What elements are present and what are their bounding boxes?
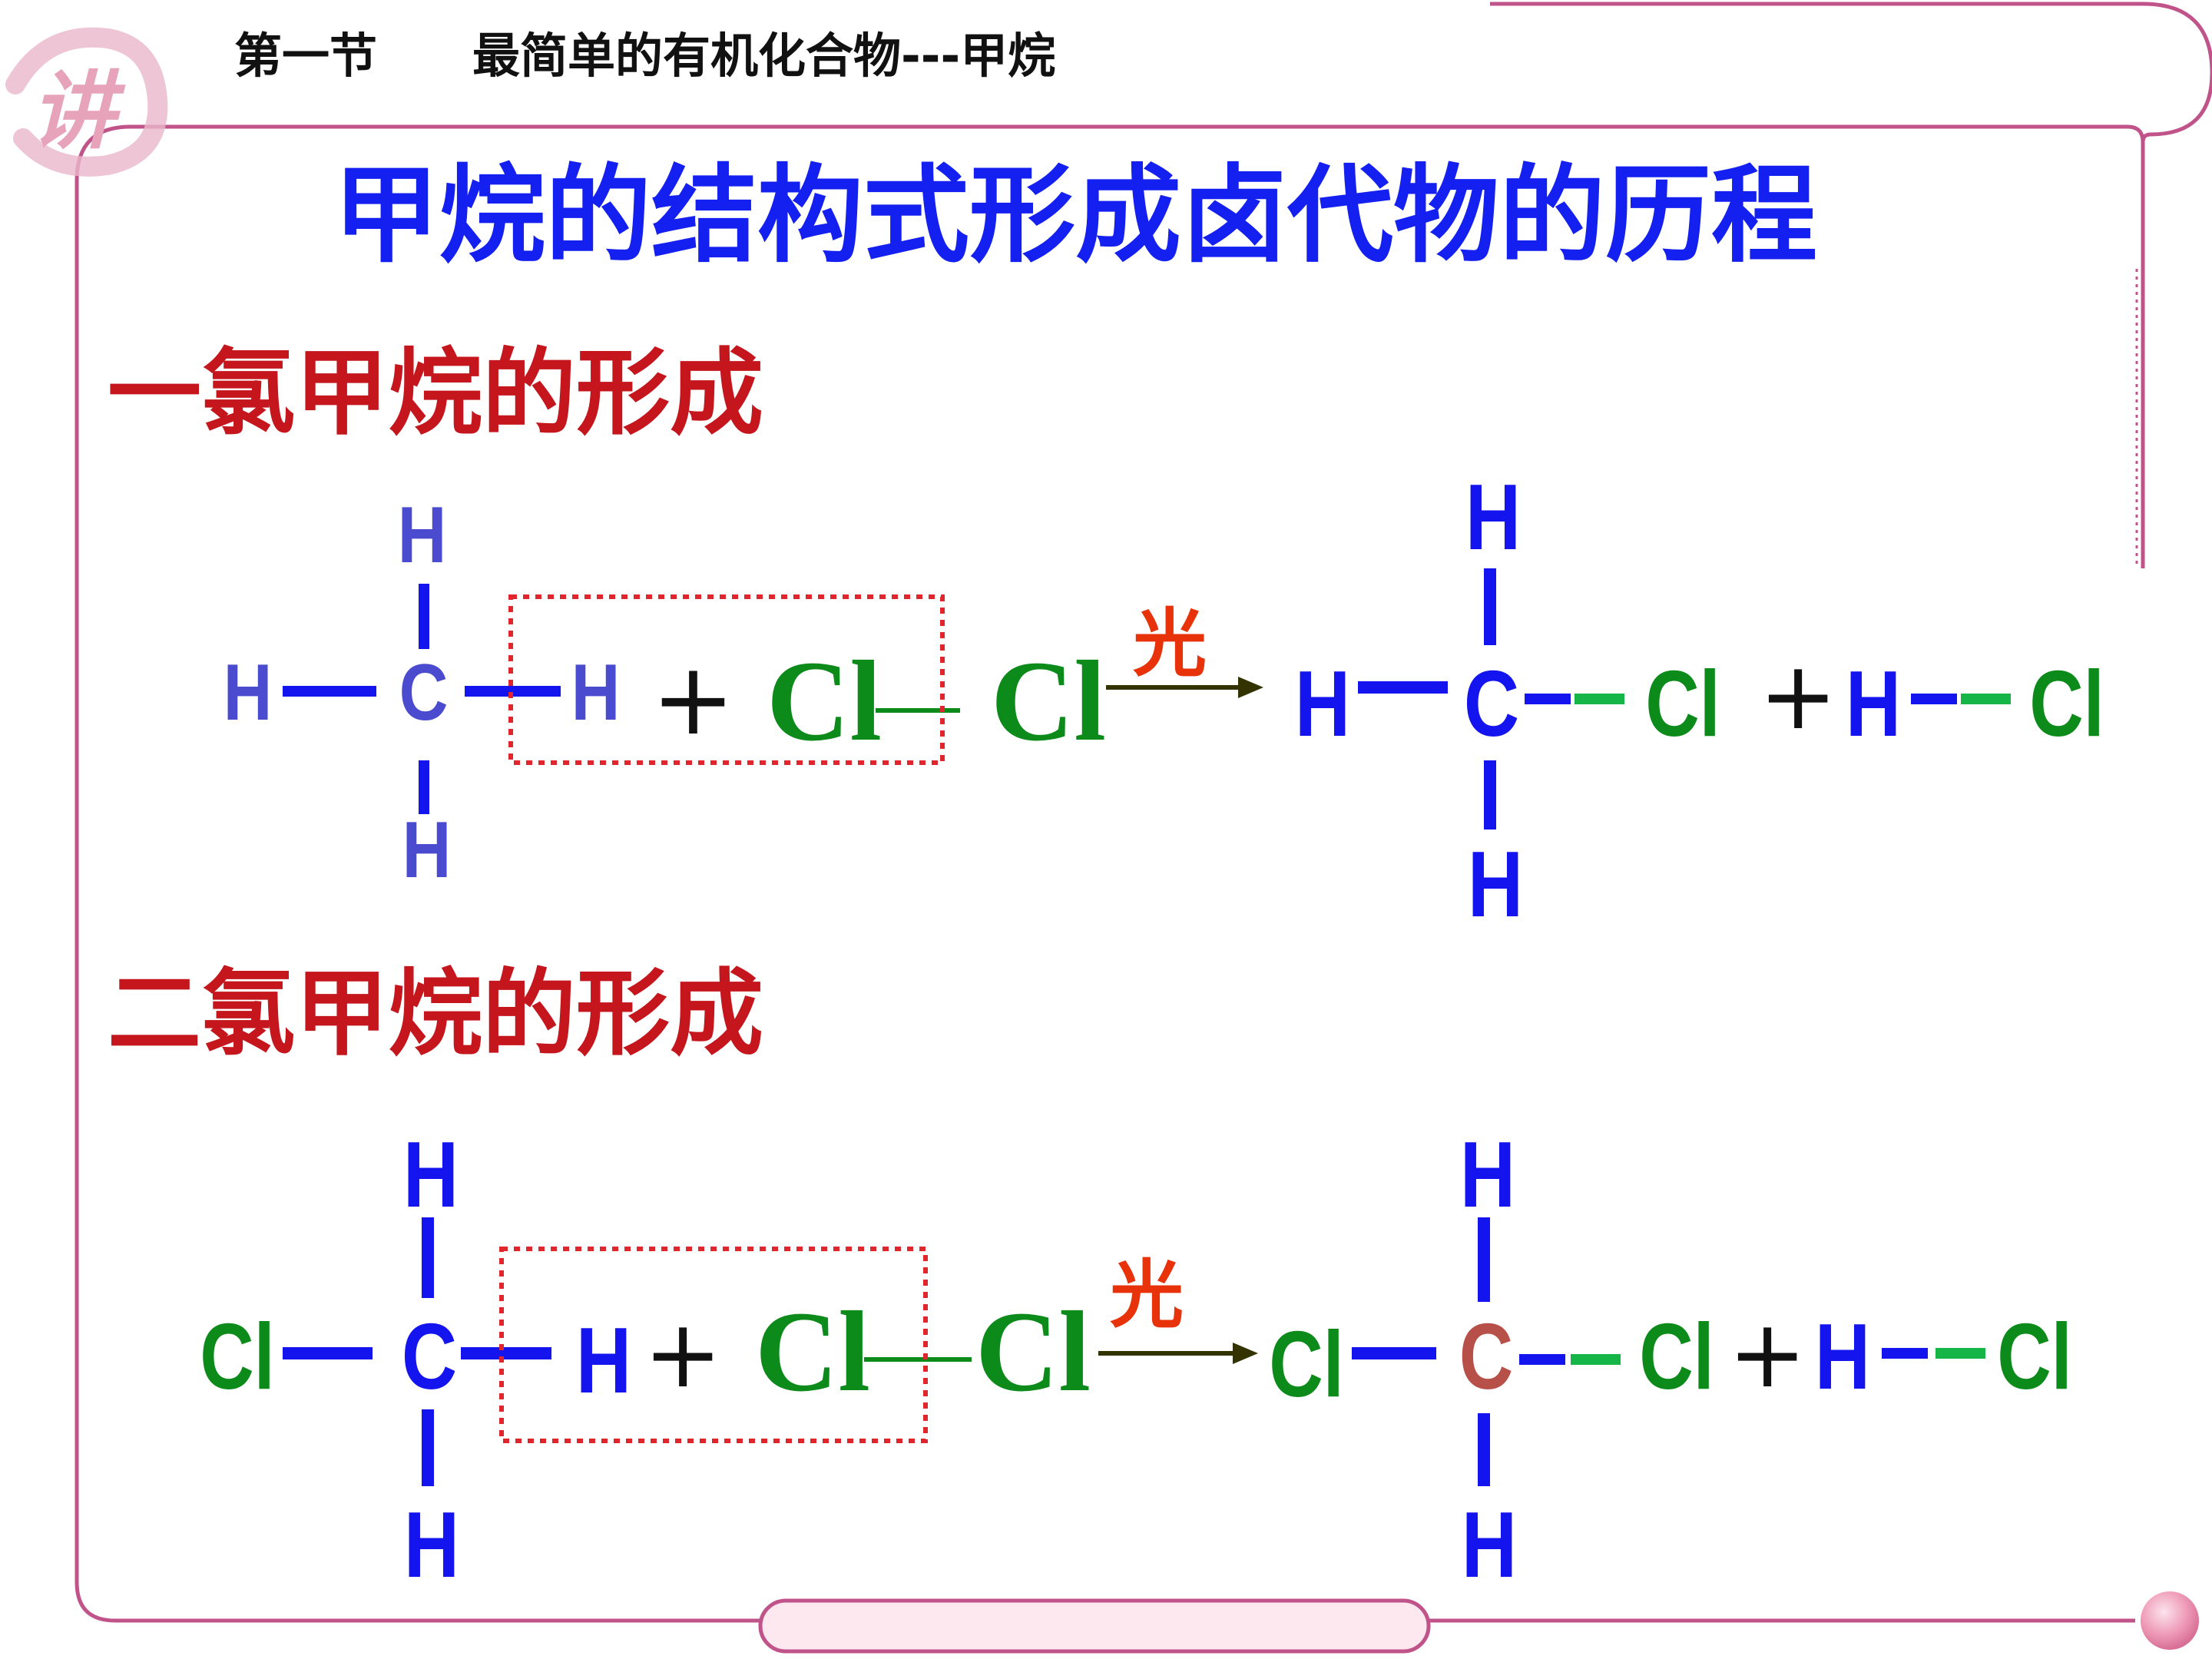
section1-heading: 一氯甲烷的形成 [108, 337, 763, 448]
slide-title: 甲烷的结构式形成卤代物的历程 [333, 154, 1817, 277]
s1-p1-right: Cl [1645, 651, 1720, 756]
s1-p1-left: H [1294, 651, 1351, 756]
section2-heading: 二氯甲烷的形成 [108, 958, 763, 1068]
s1-plus1: + [651, 641, 735, 757]
s2-p1-center: C [1459, 1304, 1514, 1409]
s1-r2-right: Cl [991, 637, 1106, 765]
s2-condition: 光 [1110, 1252, 1184, 1338]
s2-r2-right: Cl [975, 1288, 1091, 1416]
s1-p2-left: H [1845, 651, 1902, 756]
s1-p1-top: H [1465, 465, 1522, 569]
s2-plus2: + [1728, 1300, 1807, 1409]
s1-r1-center: C [399, 648, 449, 737]
s2-p1-top: H [1459, 1122, 1516, 1227]
s1-r1-bottom: H [402, 806, 452, 895]
s2-r1-left: Cl [200, 1304, 275, 1409]
s2-plus1: + [644, 1300, 723, 1409]
s2-p1-left: Cl [1269, 1312, 1344, 1416]
s1-p1-bottom: H [1467, 832, 1524, 936]
s1-r2-left: Cl [767, 637, 882, 765]
s1-r1-right: H [571, 648, 621, 737]
s2-r1-bottom: H [403, 1492, 460, 1597]
s1-condition: 光 [1133, 601, 1207, 687]
s1-p1-center: C [1463, 651, 1520, 756]
s2-r1-top: H [402, 1122, 459, 1227]
s2-p1-bottom: H [1461, 1492, 1518, 1597]
s2-r1-center: C [401, 1304, 458, 1409]
s1-r1-left: H [223, 648, 273, 737]
lesson-header: 第一节 最简单的有机化合物---甲烷 [234, 28, 1056, 84]
s1-r1-top: H [397, 491, 447, 580]
s1-p2-right: Cl [2029, 651, 2104, 756]
s2-p2-right: Cl [1997, 1304, 2072, 1409]
s2-r2-left: Cl [755, 1288, 870, 1416]
s1-plus2: + [1759, 641, 1838, 750]
s2-p2-left: H [1814, 1304, 1871, 1409]
s2-p1-right: Cl [1639, 1304, 1714, 1409]
logo-glyph: 讲 [31, 61, 115, 161]
s2-r1-right: H [575, 1308, 632, 1412]
